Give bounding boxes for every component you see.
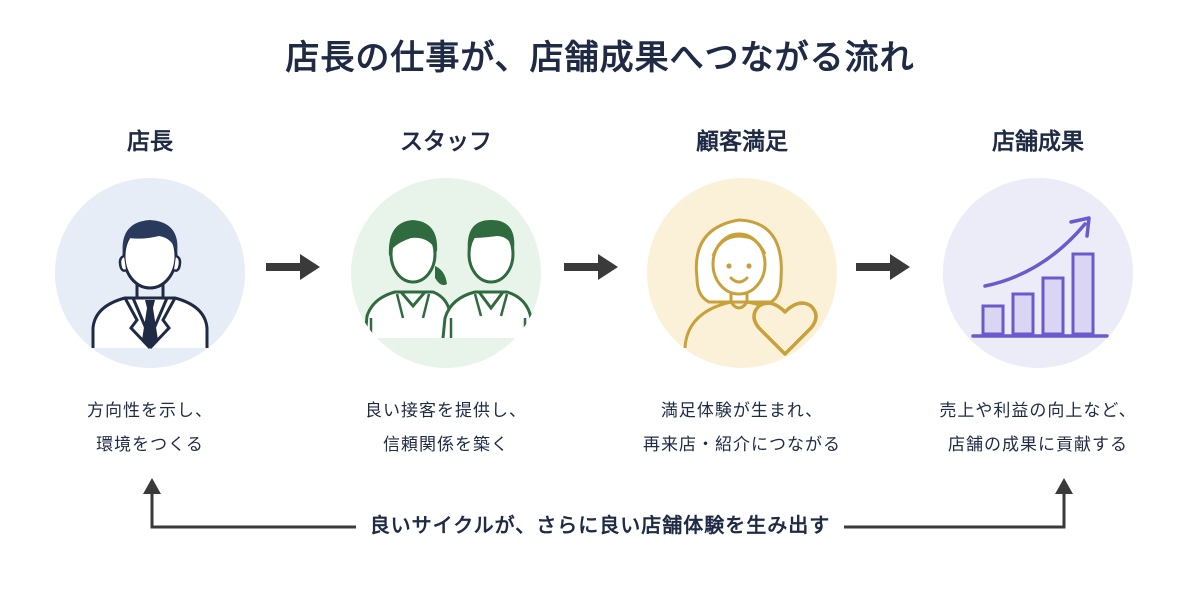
staff-icon [363, 220, 533, 339]
step-store-results: 店舗成果 売上や利益の向上など、 店舗の成果に貢献する [918, 122, 1158, 462]
desc-line: 方向性を示し、 [87, 401, 213, 421]
step-description: 満足体験が生まれ、 再来店・紹介につながる [622, 394, 862, 462]
cycle-caption-text: 良いサイクルが、さらに良い店舗体験を生み出す [355, 513, 845, 537]
page-title: 店長の仕事が、店舗成果へつながる流れ [285, 38, 915, 78]
arrow-right-icon [856, 254, 910, 280]
staff-circle [351, 178, 541, 368]
desc-line: 満足体験が生まれ、 [660, 401, 824, 421]
desc-line: 店舗の成果に貢献する [948, 435, 1128, 455]
desc-line: 環境をつくる [96, 435, 204, 455]
step-label: スタッフ [400, 129, 492, 155]
desc-line: 良い接客を提供し、 [365, 401, 527, 421]
step-customer-satisfaction: 顧客満足 満足体験が生まれ、 再来店・紹介につながる [622, 122, 862, 462]
manager-circle [55, 178, 245, 368]
customer-heart-icon [683, 218, 818, 356]
customer-circle [647, 178, 837, 368]
step-description: 方向性を示し、 環境をつくる [30, 394, 270, 462]
step-label: 店舗成果 [992, 129, 1084, 155]
step-label: 顧客満足 [696, 129, 788, 155]
arrow-up-icon [143, 478, 161, 494]
desc-line: 再来店・紹介につながる [643, 435, 841, 455]
step-manager: 店長 方向性を示し、 環境をつくる [30, 122, 270, 462]
step-staff: スタッフ 良い接客を提供し、 信頼関係を築く [326, 122, 566, 462]
results-circle [943, 178, 1133, 368]
arrow-up-icon [1055, 478, 1073, 494]
desc-line: 売上や利益の向上など、 [939, 401, 1137, 421]
cycle-caption: 良いサイクルが、さらに良い店舗体験を生み出す [0, 510, 1200, 540]
arrow-right-icon [266, 254, 320, 280]
step-label: 店長 [127, 129, 173, 155]
step-description: 売上や利益の向上など、 店舗の成果に貢献する [918, 394, 1158, 462]
manager-icon [91, 220, 209, 350]
desc-line: 信頼関係を築く [383, 435, 509, 455]
step-description: 良い接客を提供し、 信頼関係を築く [326, 394, 566, 462]
growth-chart-icon [971, 216, 1109, 338]
arrow-right-icon [564, 254, 618, 280]
